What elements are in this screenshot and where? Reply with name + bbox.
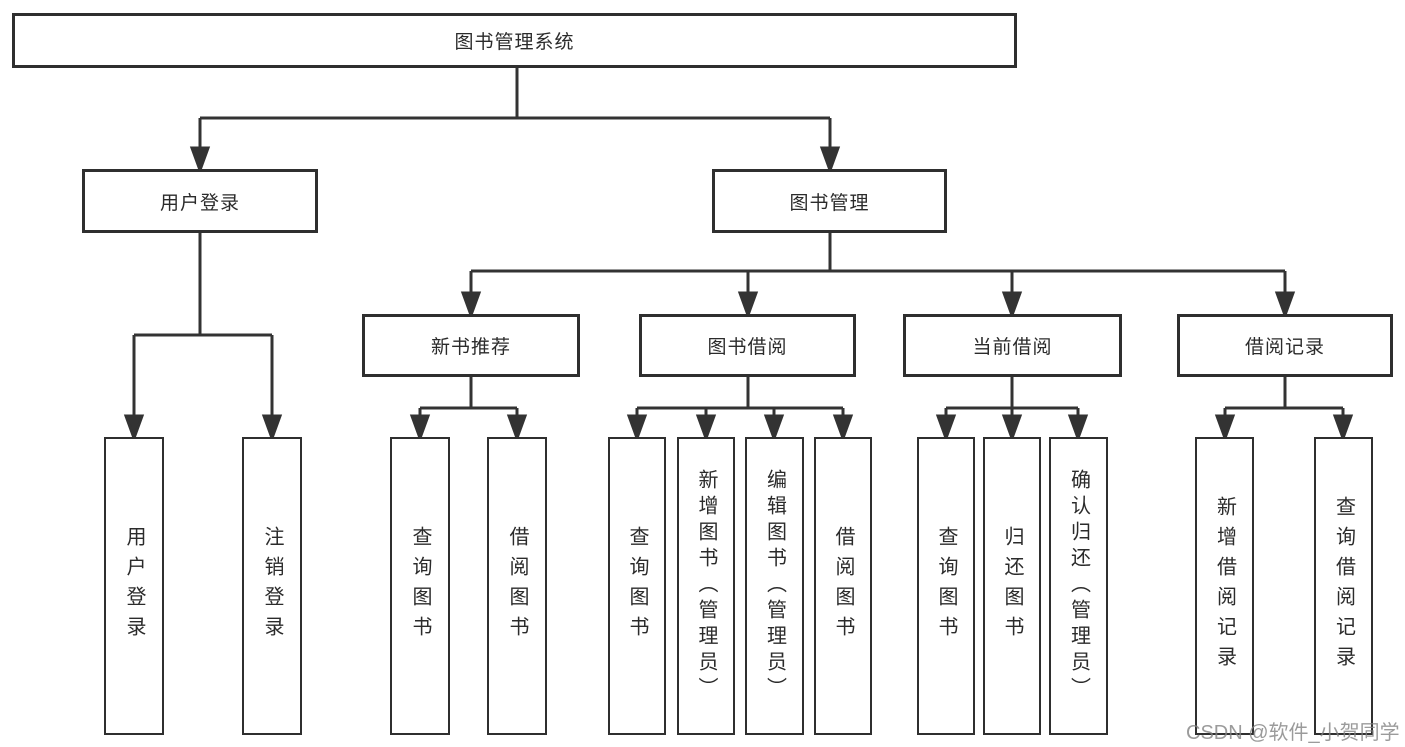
node-label: 借阅图书 bbox=[832, 526, 854, 646]
node-add-borrow-record: 新增借阅记录 bbox=[1195, 437, 1254, 735]
connector-borrow-record-children bbox=[1214, 377, 1354, 443]
node-query-books-recommend: 查询图书 bbox=[390, 437, 450, 735]
connector-root-to-level2 bbox=[189, 68, 841, 175]
node-label: 图书管理系统 bbox=[454, 32, 575, 53]
node-label: 确认归还（管理员） bbox=[1067, 469, 1090, 703]
node-current-borrow: 当前借阅 bbox=[903, 314, 1122, 377]
connector-current-borrow-children bbox=[935, 377, 1089, 443]
node-logout: 注销登录 bbox=[242, 437, 302, 735]
node-label: 用户登录 bbox=[123, 526, 145, 646]
node-label: 图书管理 bbox=[789, 192, 870, 214]
node-label: 新增借阅记录 bbox=[1213, 496, 1236, 676]
connector-new-book-children bbox=[409, 377, 528, 443]
node-label: 借阅图书 bbox=[506, 526, 528, 646]
node-label: 查询借阅记录 bbox=[1332, 496, 1355, 676]
node-query-books-borrow: 查询图书 bbox=[608, 437, 666, 735]
node-user-login: 用户登录 bbox=[82, 169, 318, 233]
node-borrow-record: 借阅记录 bbox=[1177, 314, 1393, 377]
node-root-system: 图书管理系统 bbox=[12, 13, 1017, 68]
node-user-login-action: 用户登录 bbox=[104, 437, 164, 735]
node-add-books-admin: 新增图书（管理员） bbox=[677, 437, 735, 735]
node-new-book-recommend: 新书推荐 bbox=[362, 314, 580, 377]
node-label: 新书推荐 bbox=[430, 337, 511, 358]
connector-user-login-children bbox=[123, 233, 283, 443]
node-label: 查询图书 bbox=[626, 526, 648, 646]
node-borrow-books-recommend: 借阅图书 bbox=[487, 437, 547, 735]
node-label: 归还图书 bbox=[1001, 526, 1023, 646]
watermark-text: CSDN @软件_小贺同学 bbox=[1186, 722, 1400, 744]
node-label: 当前借阅 bbox=[972, 337, 1053, 358]
connector-book-borrow-children bbox=[626, 377, 854, 443]
node-label: 注销登录 bbox=[261, 526, 283, 646]
node-query-books-current: 查询图书 bbox=[917, 437, 975, 735]
node-return-books: 归还图书 bbox=[983, 437, 1041, 735]
node-label: 用户登录 bbox=[159, 192, 240, 214]
node-edit-books-admin: 编辑图书（管理员） bbox=[745, 437, 804, 735]
node-label: 编辑图书（管理员） bbox=[763, 469, 786, 703]
node-confirm-return-admin: 确认归还（管理员） bbox=[1049, 437, 1108, 735]
node-label: 借阅记录 bbox=[1244, 337, 1325, 358]
node-borrow-books-action: 借阅图书 bbox=[814, 437, 872, 735]
node-book-management: 图书管理 bbox=[712, 169, 947, 233]
node-label: 查询图书 bbox=[935, 526, 957, 646]
node-label: 新增图书（管理员） bbox=[695, 469, 717, 703]
node-label: 查询图书 bbox=[409, 526, 431, 646]
node-query-borrow-record: 查询借阅记录 bbox=[1314, 437, 1373, 735]
node-label: 图书借阅 bbox=[707, 337, 788, 358]
connector-book-management-to-level3 bbox=[460, 233, 1296, 320]
node-book-borrow: 图书借阅 bbox=[639, 314, 856, 377]
